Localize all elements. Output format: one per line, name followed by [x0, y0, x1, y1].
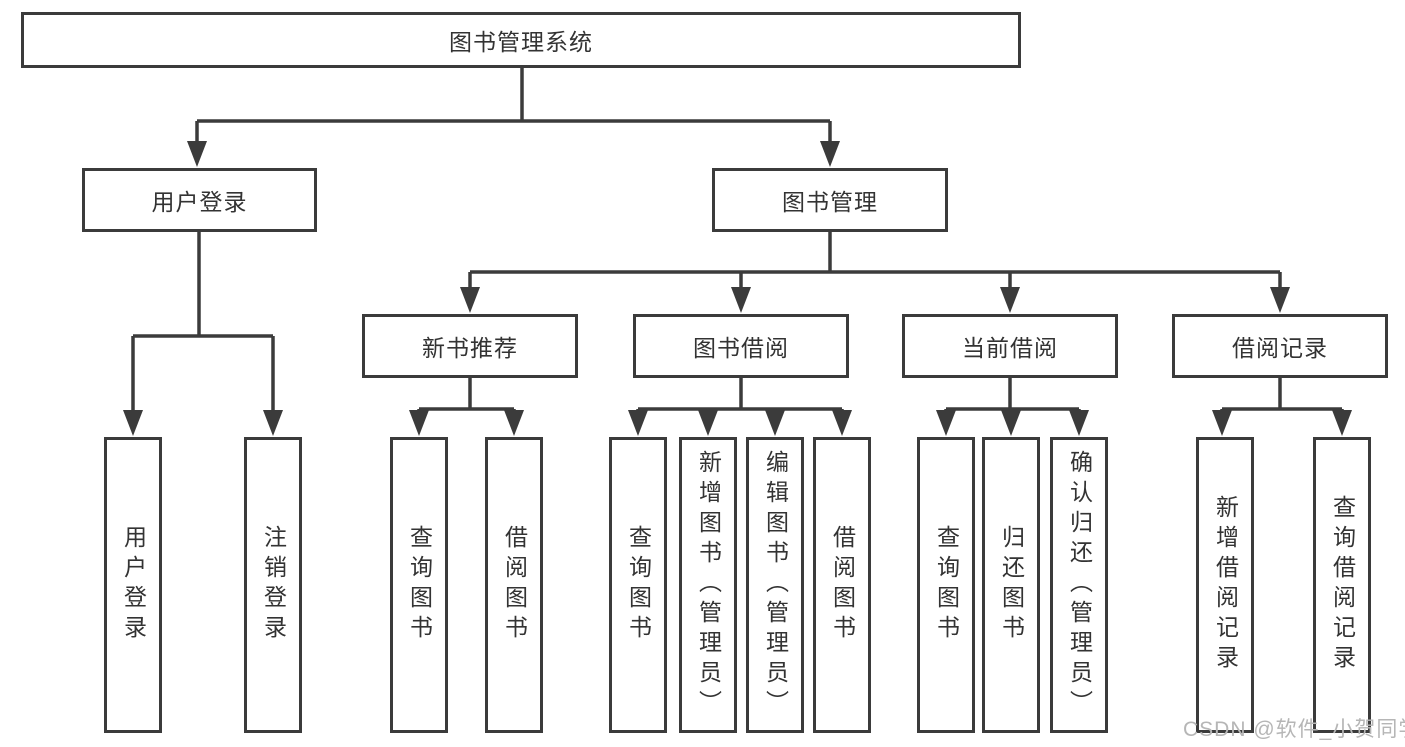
node-root-library-management-system: 图书管理系统: [21, 12, 1021, 68]
node-book-management: 图书管理: [712, 168, 948, 232]
leaf-borrow-books-borrowing: 借阅图书: [813, 437, 871, 733]
leaf-add-books-admin: 新增图书（管理员）: [679, 437, 737, 733]
leaf-logout: 注销登录: [244, 437, 302, 733]
leaf-confirm-return-admin: 确认归还（管理员）: [1050, 437, 1108, 733]
leaf-add-borrow-record: 新增借阅记录: [1196, 437, 1254, 733]
leaf-return-books: 归还图书: [982, 437, 1040, 733]
leaf-borrow-books-recommend: 借阅图书: [485, 437, 543, 733]
node-user-login: 用户登录: [82, 168, 317, 232]
leaf-edit-books-admin: 编辑图书（管理员）: [746, 437, 804, 733]
arrowhead-icons: [123, 141, 1352, 436]
csdn-watermark: CSDN @软件_小贺同学: [1183, 718, 1405, 741]
leaf-search-books-borrowing: 查询图书: [609, 437, 667, 733]
node-book-borrowing: 图书借阅: [633, 314, 849, 378]
leaf-search-books-current: 查询图书: [917, 437, 975, 733]
node-new-book-recommendation: 新书推荐: [362, 314, 578, 378]
leaf-search-books-recommend: 查询图书: [390, 437, 448, 733]
node-current-borrowing: 当前借阅: [902, 314, 1118, 378]
leaf-user-login: 用户登录: [104, 437, 162, 733]
leaf-search-borrow-record: 查询借阅记录: [1313, 437, 1371, 733]
node-borrowing-records: 借阅记录: [1172, 314, 1388, 378]
